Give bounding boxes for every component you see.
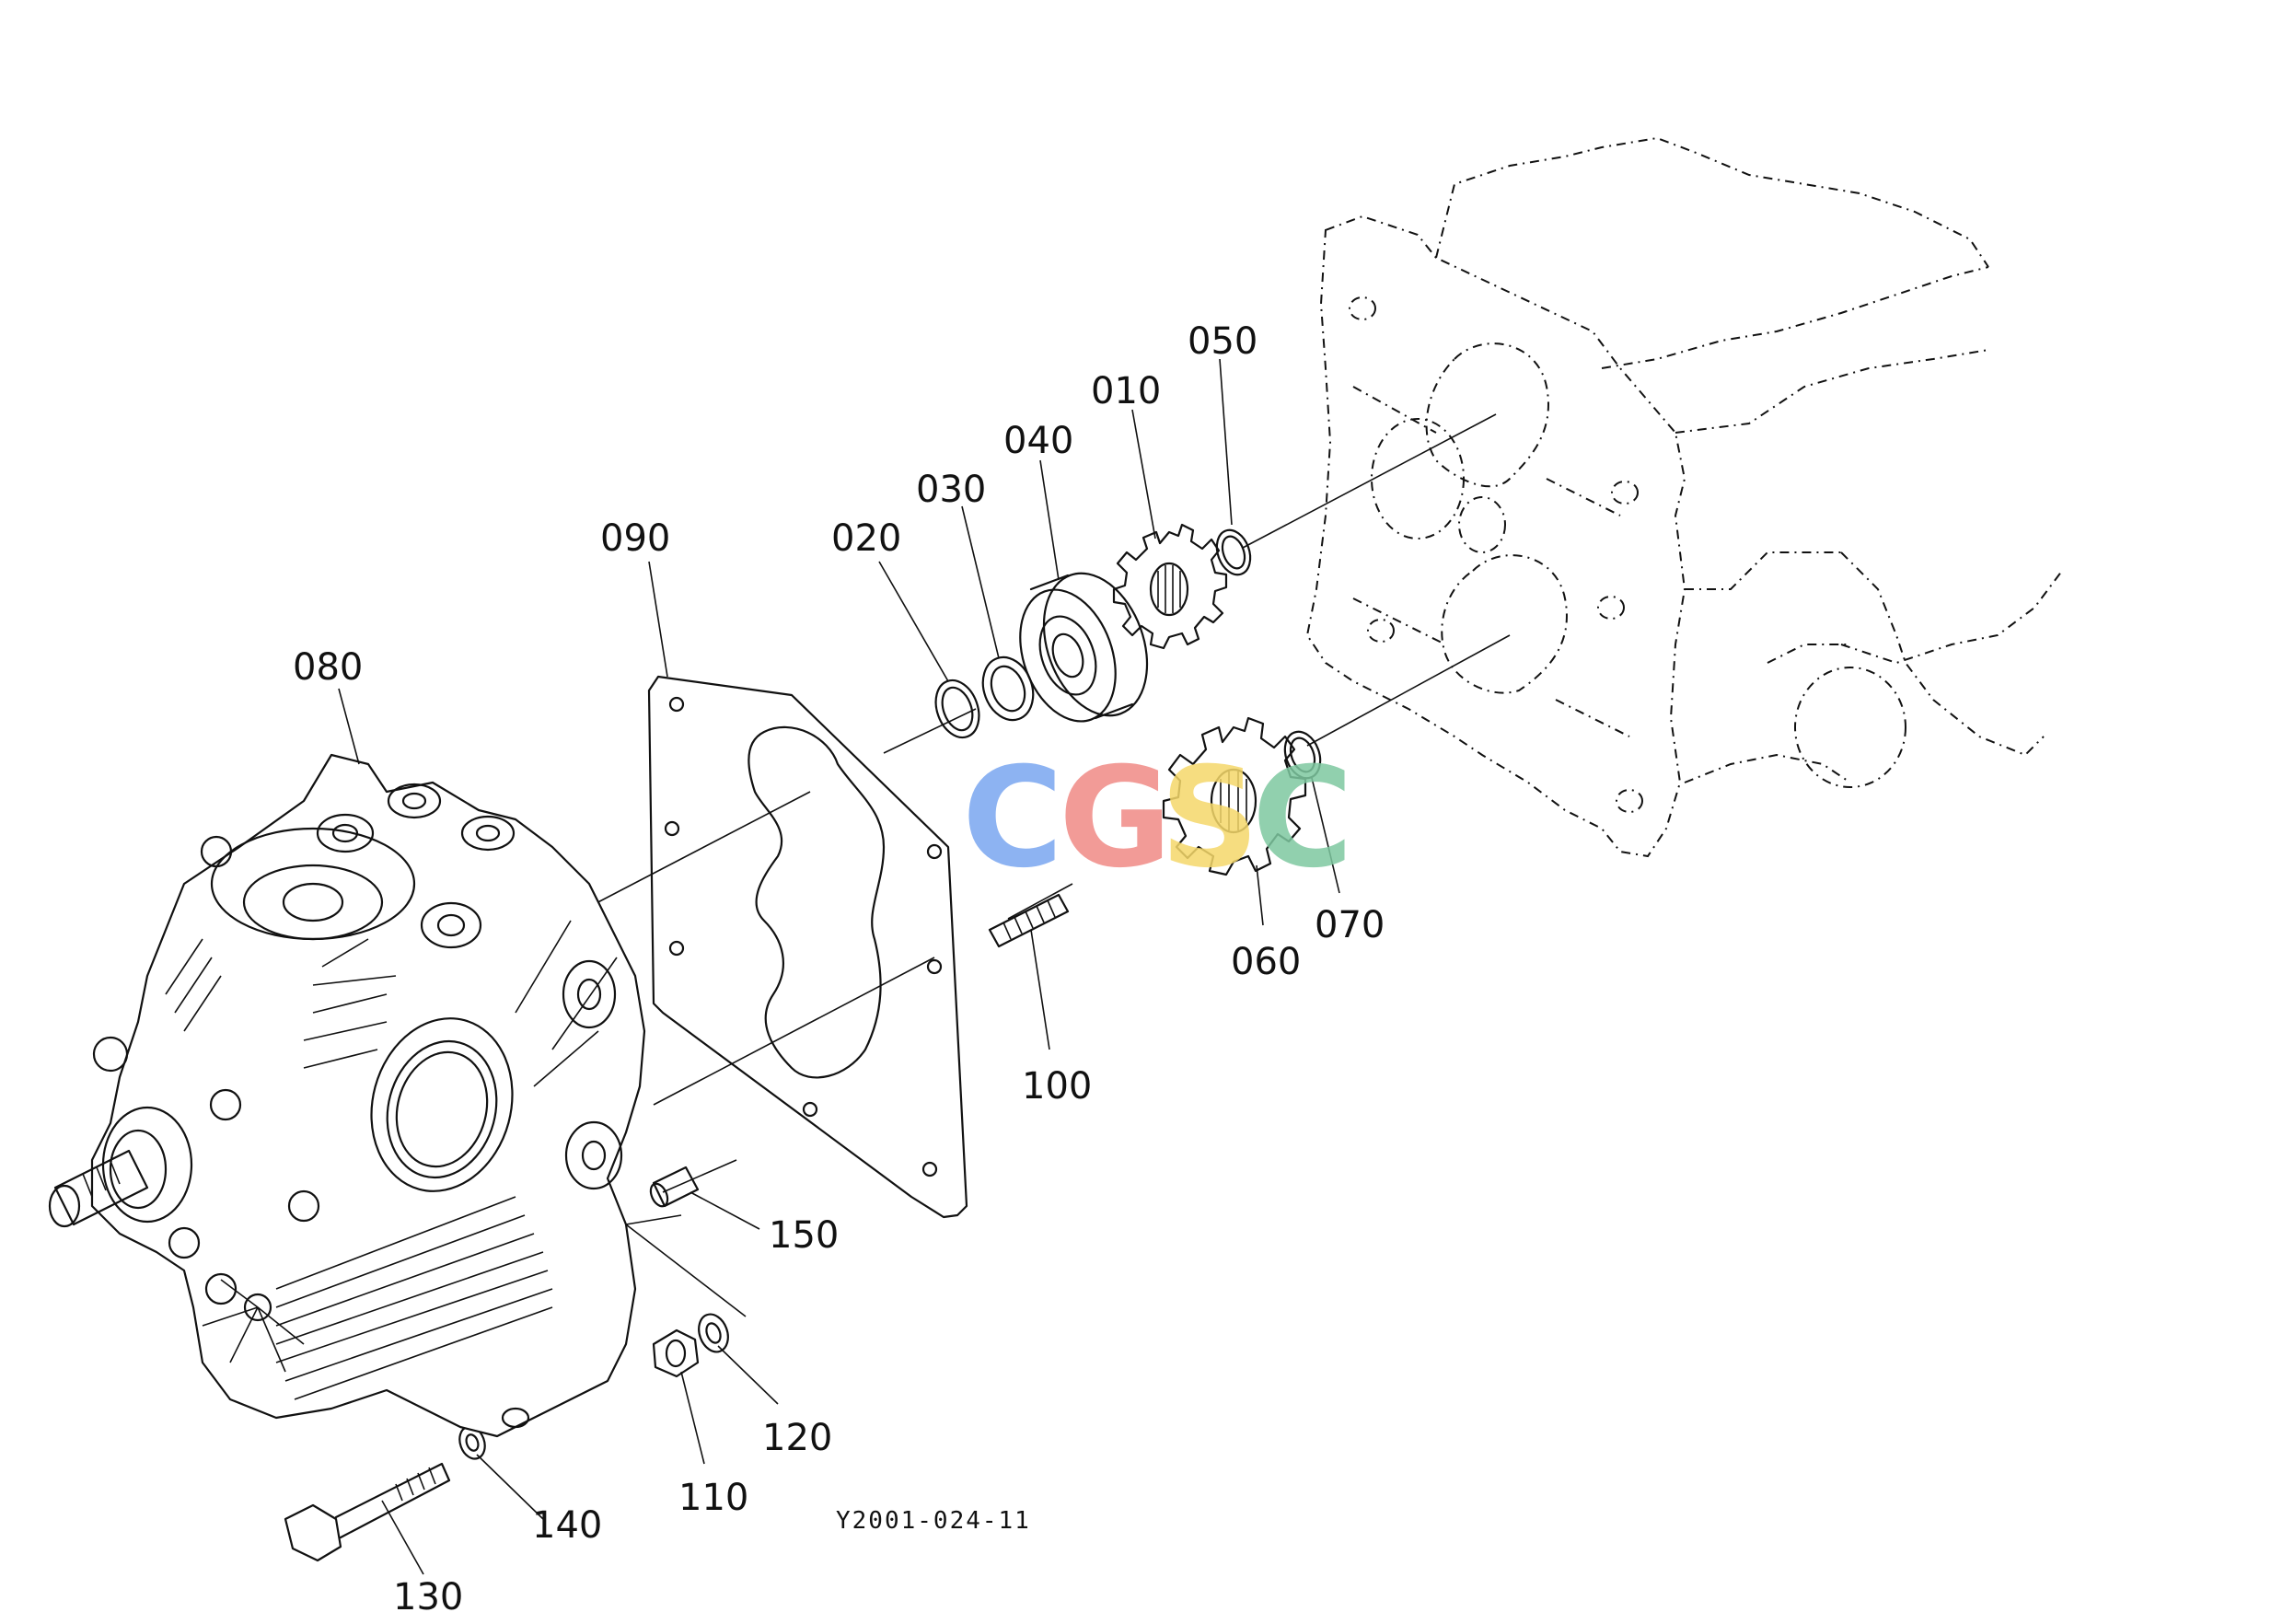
leader-lines [338, 358, 1340, 1575]
watermark-logo: C G S C [962, 738, 1353, 899]
watermark-letter-g: G [1059, 738, 1172, 899]
label-150: 150 [769, 1214, 839, 1257]
label-090: 090 [600, 517, 670, 560]
watermark-letter-s: S [1160, 738, 1259, 899]
ball-bearing-040 [1019, 572, 1149, 723]
part-labels: 080 090 020 030 040 010 050 060 070 100 … [293, 320, 1385, 1618]
label-140: 140 [532, 1504, 602, 1547]
nut-110 [652, 1328, 700, 1378]
label-060: 060 [1231, 941, 1301, 983]
watermark-letter-c1: C [962, 738, 1063, 899]
bolt-130 [284, 1462, 451, 1562]
label-010: 010 [1091, 370, 1161, 412]
label-040: 040 [1003, 420, 1073, 462]
assembly-axis-lines [588, 413, 1511, 1317]
snap-ring-050 [1215, 528, 1252, 576]
gear-060 [1162, 716, 1307, 876]
transmission-case [1305, 136, 2063, 858]
pin-150 [649, 1166, 700, 1208]
label-050: 050 [1188, 320, 1257, 363]
hst-unit-080 [48, 753, 646, 1438]
gasket-090 [647, 675, 968, 1219]
label-120: 120 [762, 1417, 832, 1459]
label-070: 070 [1315, 904, 1385, 946]
label-080: 080 [293, 646, 363, 689]
label-130: 130 [393, 1576, 463, 1618]
snap-ring-020 [934, 679, 980, 739]
label-110: 110 [678, 1477, 748, 1519]
watermark-letter-c2: C [1252, 738, 1353, 899]
collar-030 [981, 655, 1035, 722]
drawing-code: Y2001-024-11 [836, 1507, 1031, 1535]
washer-120 [698, 1313, 729, 1353]
label-100: 100 [1022, 1065, 1092, 1108]
snap-ring-070 [1283, 730, 1322, 780]
label-020: 020 [831, 517, 901, 560]
gear-010 [1112, 523, 1228, 650]
stud-bolt-100 [988, 893, 1070, 948]
label-030: 030 [916, 469, 986, 511]
